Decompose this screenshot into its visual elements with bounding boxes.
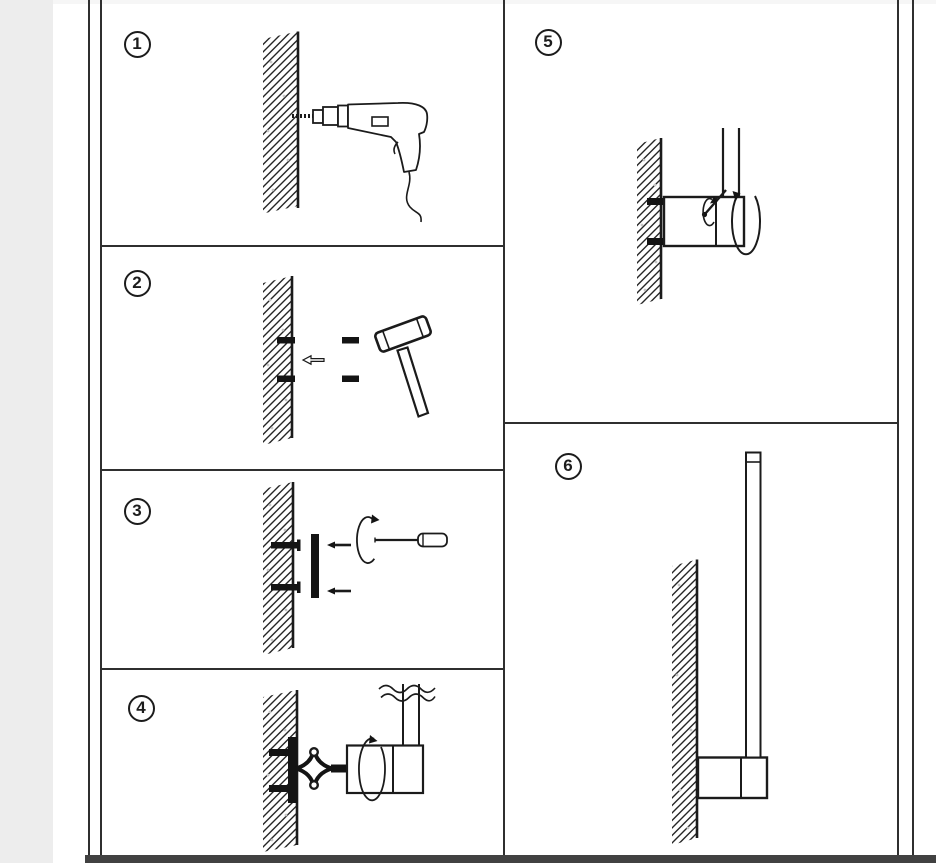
divider-step2-step3 (100, 469, 505, 471)
column-divider (503, 0, 505, 863)
wall-anchors-icon (647, 198, 664, 245)
step-2-badge: 2 (123, 269, 151, 297)
vertical-tube-icon (745, 451, 762, 759)
wall-cross-section (263, 31, 300, 214)
hammer-icon (374, 315, 432, 418)
bottom-bar (85, 855, 936, 863)
step-number: 6 (563, 456, 573, 475)
step4-bracket-illustration (263, 684, 436, 852)
screw-direction-arrows-icon (327, 541, 351, 595)
mounting-plate-icon (311, 534, 319, 598)
mounting-screws-icon (271, 539, 301, 593)
step-6-badge: 6 (554, 452, 582, 480)
step2-hammer-illustration (263, 276, 432, 445)
step-1-badge: 1 (123, 30, 151, 58)
step-4-badge: 4 (127, 694, 155, 722)
wall-cross-section (263, 690, 299, 852)
panel-border-left (100, 0, 102, 863)
step-number: 3 (132, 501, 142, 520)
wall-cross-section (263, 482, 295, 655)
step1-drill-illustration (263, 31, 429, 223)
step5-tighten-illustration (637, 128, 761, 305)
step-number: 2 (132, 273, 142, 292)
top-band (53, 0, 936, 4)
step-3-badge: 3 (123, 497, 151, 525)
divider-step5-step6 (503, 422, 899, 424)
fixture-body-icon (662, 195, 746, 248)
wall-cross-section (637, 138, 663, 305)
set-screw-icon (701, 189, 727, 227)
wall-anchor-icon (277, 337, 359, 382)
panel-border-right (897, 0, 899, 863)
wall-plate-icon (288, 737, 298, 803)
outer-border-left (88, 0, 90, 863)
wall-cross-section (263, 276, 294, 445)
step6-finished-illustration (672, 451, 769, 845)
divider-step1-step2 (100, 245, 505, 247)
anchor-screws-icon (269, 749, 289, 792)
connector-stub-icon (331, 764, 347, 773)
screwdriver-icon (356, 514, 448, 564)
tube-icon (721, 128, 741, 197)
star-bracket-icon (294, 747, 334, 791)
divider-step3-step4 (100, 668, 505, 670)
tube-with-break-icon (378, 684, 436, 746)
insert-direction-arrow-icon (301, 354, 325, 366)
step-number: 5 (543, 32, 553, 51)
rotate-cap-arrow-icon (731, 191, 761, 256)
outer-border-right (912, 0, 914, 863)
step-5-badge: 5 (534, 28, 562, 56)
left-gutter (0, 0, 53, 863)
rotate-arrow-icon (358, 735, 386, 802)
step-number: 1 (132, 34, 142, 53)
fixture-body-icon (696, 756, 769, 800)
wall-cross-section (672, 559, 699, 845)
step-number: 4 (136, 698, 146, 717)
step3-screwdriver-illustration (263, 482, 448, 655)
electric-drill-icon (292, 101, 429, 223)
